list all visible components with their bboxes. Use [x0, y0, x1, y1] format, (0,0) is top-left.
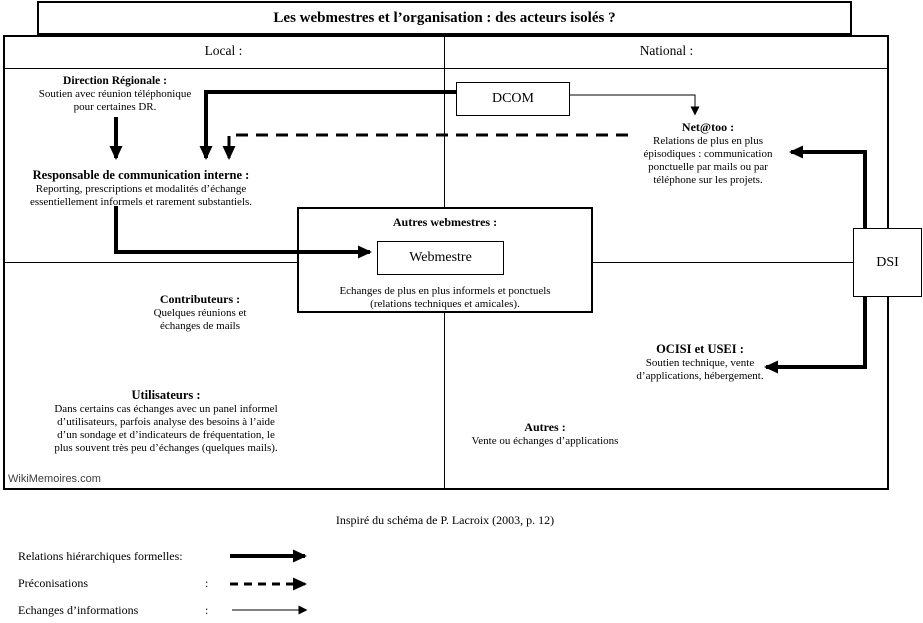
legend-label-hierarchiques: Relations hiérarchiques formelles: [18, 549, 183, 563]
dcom-box: DCOM [456, 82, 570, 116]
title-box: Les webmestres et l’organisation : des a… [37, 1, 852, 35]
legend-label-preconisations: Préconisations [18, 576, 88, 590]
watermark: WikiMemoires.com [8, 473, 101, 485]
column-header-local: Local : [204, 43, 243, 58]
dsi-label: DSI [876, 254, 899, 270]
utilisateurs-heading: Utilisateurs : [131, 388, 201, 402]
legend-colon-preconisations: : [205, 576, 209, 590]
vertical-divider-bottom [444, 313, 445, 490]
column-header-national: National : [639, 43, 694, 58]
legend-label-echanges: Echanges d’informations [18, 603, 139, 617]
webmestre-label: Webmestre [409, 250, 472, 265]
caption: Inspiré du schéma de P. Lacroix (2003, p… [335, 513, 555, 527]
horizontal-divider-left [3, 262, 297, 263]
legend-colon-echanges: : [205, 603, 209, 617]
autres-webmestres-heading: Autres webmestres : [392, 215, 498, 229]
autres-heading: Autres : [524, 420, 566, 434]
horizontal-divider-right [593, 262, 853, 263]
responsable-heading: Responsable de communication interne : [32, 168, 250, 182]
ocisi-heading: OCISI et USEI : [656, 342, 744, 356]
page-title: Les webmestres et l’organisation : des a… [273, 9, 616, 26]
autres-webmestres-box: Autres webmestres : Webmestre Echanges d… [297, 207, 593, 313]
direction-regionale-heading: Direction Régionale : [63, 75, 167, 87]
contributeurs-heading: Contributeurs : [159, 292, 241, 306]
utilisateurs-block: Utilisateurs : Dans certains cas échange… [30, 387, 302, 455]
contributeurs-block: Contributeurs : Quelques réunions et éch… [100, 292, 300, 333]
vertical-divider-top [444, 35, 445, 207]
webmestre-box: Webmestre [377, 241, 504, 275]
header-divider [3, 68, 889, 69]
direction-regionale-block: Direction Régionale : Soutien avec réuni… [15, 74, 215, 114]
ocisi-usei-block: OCISI et USEI : Soutien technique, vente… [600, 342, 800, 383]
dcom-label: DCOM [491, 91, 534, 106]
autres-webmestres-text: Echanges de plus en plus informels et po… [339, 285, 551, 310]
dsi-box: DSI [853, 228, 922, 297]
netatoo-heading: Net@too : [681, 120, 735, 134]
netatoo-block: Net@too : Relations de plus en plus épis… [608, 120, 808, 187]
autres-national-block: Autres : Vente ou échanges d’application… [445, 420, 645, 448]
responsable-communication-block: Responsable de communication interne : R… [8, 167, 274, 209]
